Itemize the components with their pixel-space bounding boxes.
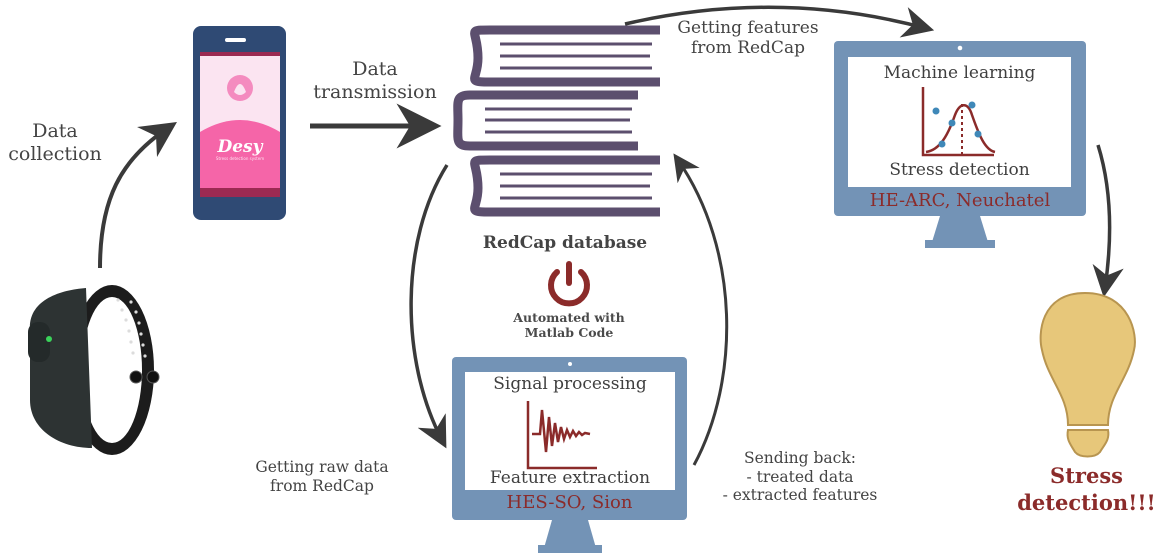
label-line: collection <box>8 142 102 165</box>
ml-title: Machine learning <box>883 63 1036 83</box>
label-line: detection!!! <box>1017 490 1156 516</box>
label-line: - extracted features <box>722 486 878 505</box>
label-line: Data <box>32 120 78 142</box>
edge-label-getting-features: Getting features from RedCap <box>658 18 838 59</box>
damped-signal-chart <box>526 401 597 470</box>
database-label: RedCap database <box>482 233 648 253</box>
edge-label-getting-raw: Getting raw data from RedCap <box>232 458 412 495</box>
arrow-to-result <box>1092 144 1124 298</box>
label-line: Automated with <box>513 310 625 325</box>
label-line: Matlab Code <box>524 325 614 340</box>
processing-subtitle: Feature extraction <box>489 468 651 488</box>
processing-institution: HES-SO, Sion <box>506 492 633 513</box>
edge-label-sending-back: Sending back: - treated data - extracted… <box>700 449 900 505</box>
phone-app-subtitle: Stress detection system <box>215 156 265 161</box>
edge-label-data-collection: Data collection <box>0 120 110 166</box>
edge-label-data-transmission: Data transmission <box>300 58 450 104</box>
database-books-icon <box>453 25 660 217</box>
label-line: Sending back: <box>744 449 856 467</box>
phone-app-name: Desy <box>217 137 263 157</box>
arrow-sending-back <box>673 153 729 466</box>
ml-monitor <box>834 41 1086 248</box>
automation-label: Automated with Matlab Code <box>494 310 644 340</box>
label-line: Getting features <box>677 18 819 38</box>
arrow-getting-raw <box>409 164 449 449</box>
label-line: Getting raw data <box>255 458 389 476</box>
arrow-getting-features <box>624 5 935 38</box>
label-line: Stress <box>1050 463 1123 488</box>
lightbulb-icon <box>1039 291 1136 458</box>
label-line: from RedCap <box>691 38 805 59</box>
wristband-image <box>28 285 160 455</box>
gaussian-scatter-chart <box>921 87 996 157</box>
label-line: transmission <box>313 80 437 103</box>
result-label: Stress detection!!! <box>1010 462 1163 517</box>
arrow-data-collection <box>98 122 177 269</box>
label-line: - treated data <box>746 467 854 486</box>
power-icon <box>548 261 590 307</box>
ml-institution: HE-ARC, Neuchatel <box>869 190 1051 211</box>
processing-title: Signal processing <box>493 374 647 394</box>
label-line: from RedCap <box>270 476 374 495</box>
label-line: Data <box>352 58 398 80</box>
phone-image <box>193 26 286 220</box>
ml-subtitle: Stress detection <box>889 160 1030 180</box>
